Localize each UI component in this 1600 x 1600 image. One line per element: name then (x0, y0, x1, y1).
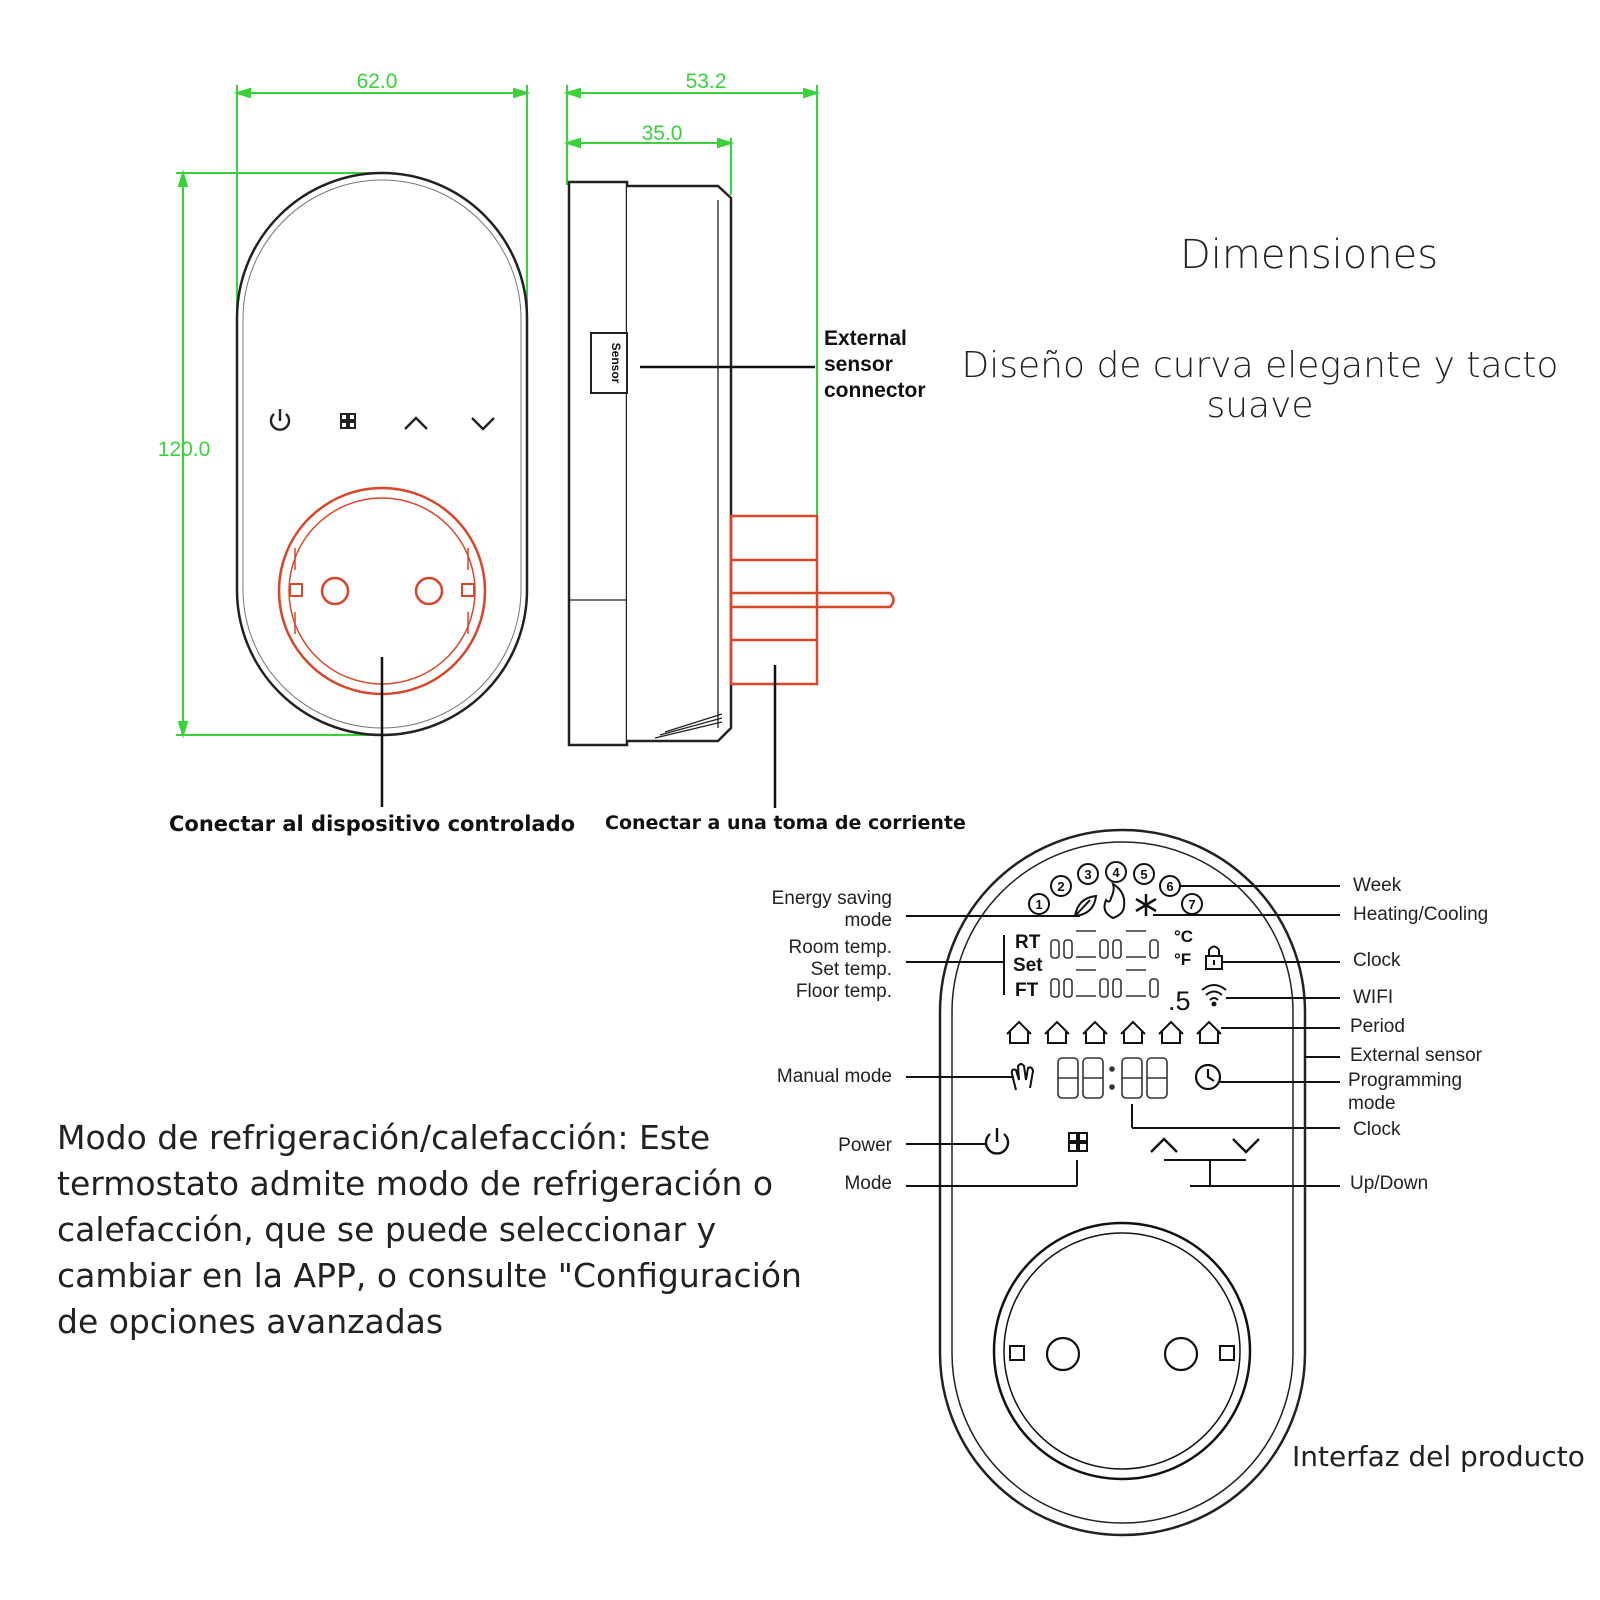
clock-display (1057, 1057, 1168, 1099)
caption-controlled-device: Conectar al dispositivo controlado (169, 812, 576, 836)
svg-text:Set: Set (1013, 955, 1043, 976)
up-arrow-icon (404, 416, 428, 430)
callout-wifi: WIFI (1353, 987, 1394, 1008)
svg-text:1: 1 (1035, 897, 1042, 912)
power-icon (269, 409, 291, 431)
callout-programming-mode: Programming mode (1348, 1070, 1463, 1114)
callout-energy-saving: Energy saving mode (771, 888, 892, 931)
half-degree-digit: .5 (1168, 986, 1191, 1016)
svg-text:4: 4 (1112, 865, 1120, 880)
side-view: 53.2 35.0 Sensor (563, 70, 895, 808)
interface-body-inner (951, 841, 1294, 1524)
plug-body (729, 514, 895, 686)
svg-text:RT: RT (1015, 932, 1041, 953)
svg-text:°F: °F (1174, 950, 1191, 969)
week-indicator (1028, 861, 1203, 915)
cooling-heating-description: Modo de refrigeración/calefacción: Este … (57, 1118, 802, 1341)
leaf-icon (1073, 894, 1098, 918)
svg-text:FT: FT (1015, 980, 1039, 1001)
callout-clock-top: Clock (1353, 950, 1401, 971)
interface-mode-icon (1068, 1132, 1088, 1152)
clock-icon (1194, 1063, 1222, 1091)
side-body-details (569, 200, 723, 739)
week-digits: 1 2 3 4 5 6 7 (1035, 865, 1195, 912)
temp-display-top (1050, 930, 1159, 959)
temp-display-bottom (1050, 969, 1159, 998)
dim-body-depth-label: 35.0 (642, 122, 683, 145)
callout-manual-mode: Manual mode (776, 1066, 892, 1087)
callout-external-sensor: External sensor (1350, 1045, 1483, 1066)
flame-icon (1103, 881, 1126, 920)
callout-up-down: Up/Down (1350, 1173, 1429, 1194)
interface-caption: Interfaz del producto (1292, 1440, 1585, 1473)
svg-text:5: 5 (1140, 867, 1147, 882)
svg-text:7: 7 (1188, 897, 1195, 912)
left-callout-lines (906, 915, 1080, 1187)
row-labels: RT Set FT (1013, 932, 1043, 1001)
callout-set-temp: Set temp. (810, 959, 892, 980)
callout-room-temp: Room temp. (788, 937, 892, 958)
mode-icon (340, 413, 356, 429)
svg-text:°C: °C (1174, 927, 1193, 946)
side-body-outline (567, 180, 733, 747)
manual-hand-icon (1010, 1063, 1035, 1091)
interface-down-icon (1232, 1138, 1260, 1154)
interface-body-outer (938, 828, 1307, 1537)
dim-depth-label: 53.2 (686, 70, 727, 93)
external-sensor-label: External sensor connector (824, 327, 926, 402)
right-callout-lines (1131, 885, 1340, 1187)
callout-clock-bottom: Clock (1353, 1119, 1401, 1140)
page-subtitle: Diseño de curva elegante y tacto suave (961, 345, 1559, 426)
callout-heating-cooling: Heating/Cooling (1353, 904, 1489, 925)
sensor-port (590, 332, 628, 394)
dim-width-label: 62.0 (357, 70, 398, 93)
sensor-port-label: Sensor (609, 343, 623, 384)
unit-labels: °C °F (1174, 927, 1193, 969)
down-arrow-icon (471, 417, 495, 431)
callout-floor-temp: Floor temp. (795, 981, 892, 1002)
wifi-icon (1201, 984, 1227, 1007)
snowflake-icon (1135, 894, 1157, 916)
dimension-lines-front (176, 85, 531, 739)
interface-view: 1 2 3 4 5 6 7 RT Set FT (906, 828, 1340, 1537)
callout-mode: Mode (844, 1173, 892, 1194)
interface-socket (992, 1221, 1252, 1481)
svg-text:6: 6 (1166, 879, 1173, 894)
front-view: 62.0 120.0 (158, 70, 531, 807)
dimension-lines-side (563, 85, 821, 515)
period-icons (1006, 1020, 1222, 1044)
interface-up-icon (1150, 1137, 1178, 1153)
interface-power-icon (984, 1128, 1010, 1155)
page-title: Dimensiones (1180, 232, 1439, 278)
callout-period: Period (1350, 1016, 1405, 1037)
dim-height-label: 120.0 (158, 438, 211, 461)
caption-power-outlet: Conectar a una toma de corriente (605, 812, 966, 834)
callout-week: Week (1353, 875, 1402, 896)
svg-text:2: 2 (1057, 879, 1064, 894)
callout-power: Power (838, 1135, 892, 1156)
front-body-outline (235, 171, 529, 737)
svg-text:3: 3 (1084, 867, 1091, 882)
